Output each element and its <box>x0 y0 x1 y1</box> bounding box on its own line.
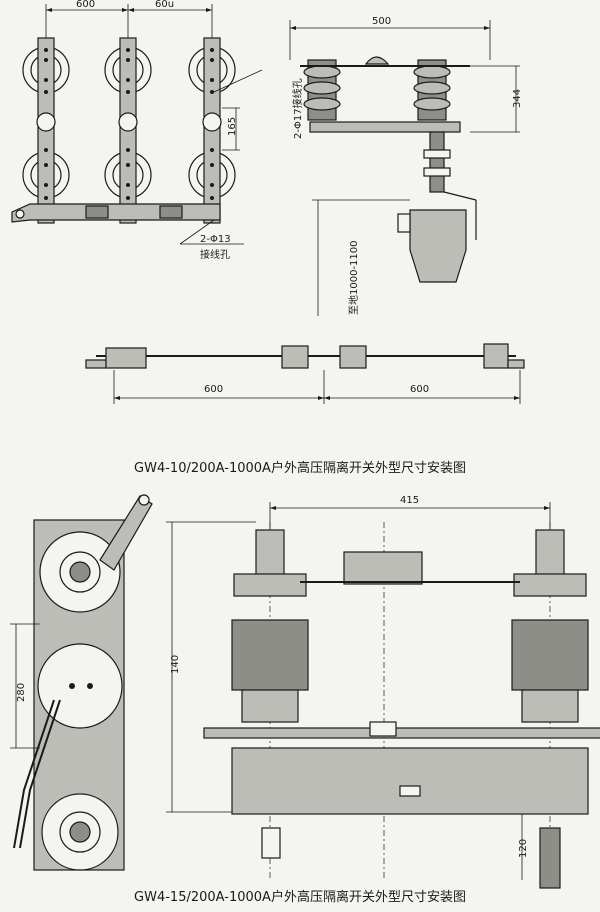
insulator-column-left <box>231 529 309 859</box>
dim-120-label: 120 <box>518 839 529 858</box>
insulator-left <box>303 59 341 121</box>
pole-3 <box>188 37 236 224</box>
dim-600-left-label: 600 <box>76 0 95 10</box>
dim-415-label: 415 <box>400 495 419 506</box>
drawing1-caption: GW4-10/200A-1000A户外高压隔离开关外型尺寸安装图 <box>134 460 466 476</box>
gw4-15-side-view: 415 140 <box>166 495 600 889</box>
gw4-10-front-linkage: 600 600 <box>85 343 525 404</box>
gw4-10-plan-view: 600 60u <box>11 0 304 261</box>
drawing2-caption: GW4-15/200A-1000A户外高压隔离开关外型尺寸安装图 <box>134 889 466 905</box>
dim-500-label: 500 <box>372 16 391 27</box>
pole-2 <box>104 37 152 224</box>
dim-280-label: 280 <box>16 683 27 702</box>
dim-165-label: 165 <box>227 117 238 136</box>
dim-140-label: 140 <box>170 655 181 674</box>
pole-1 <box>22 37 70 224</box>
hole-13-label: 2-Φ13 <box>200 234 231 245</box>
gw4-15-plan-view: 280 <box>10 494 153 871</box>
bottom-dim-600-right-label: 600 <box>410 384 429 395</box>
dim-344-label: 344 <box>512 89 523 108</box>
insulator-column-right <box>511 529 589 889</box>
hole-17-label: 2-Φ17接线孔 <box>291 78 304 139</box>
bottom-dim-600-left-label: 600 <box>204 384 223 395</box>
dim-600-right-label: 60u <box>155 0 174 10</box>
ground-dim-label: 至地1000-1100 <box>347 240 360 315</box>
gw4-10-side-view: 500 344 <box>289 16 523 316</box>
insulator-right <box>413 59 451 121</box>
hole-13-sublabel: 接线孔 <box>200 248 230 261</box>
